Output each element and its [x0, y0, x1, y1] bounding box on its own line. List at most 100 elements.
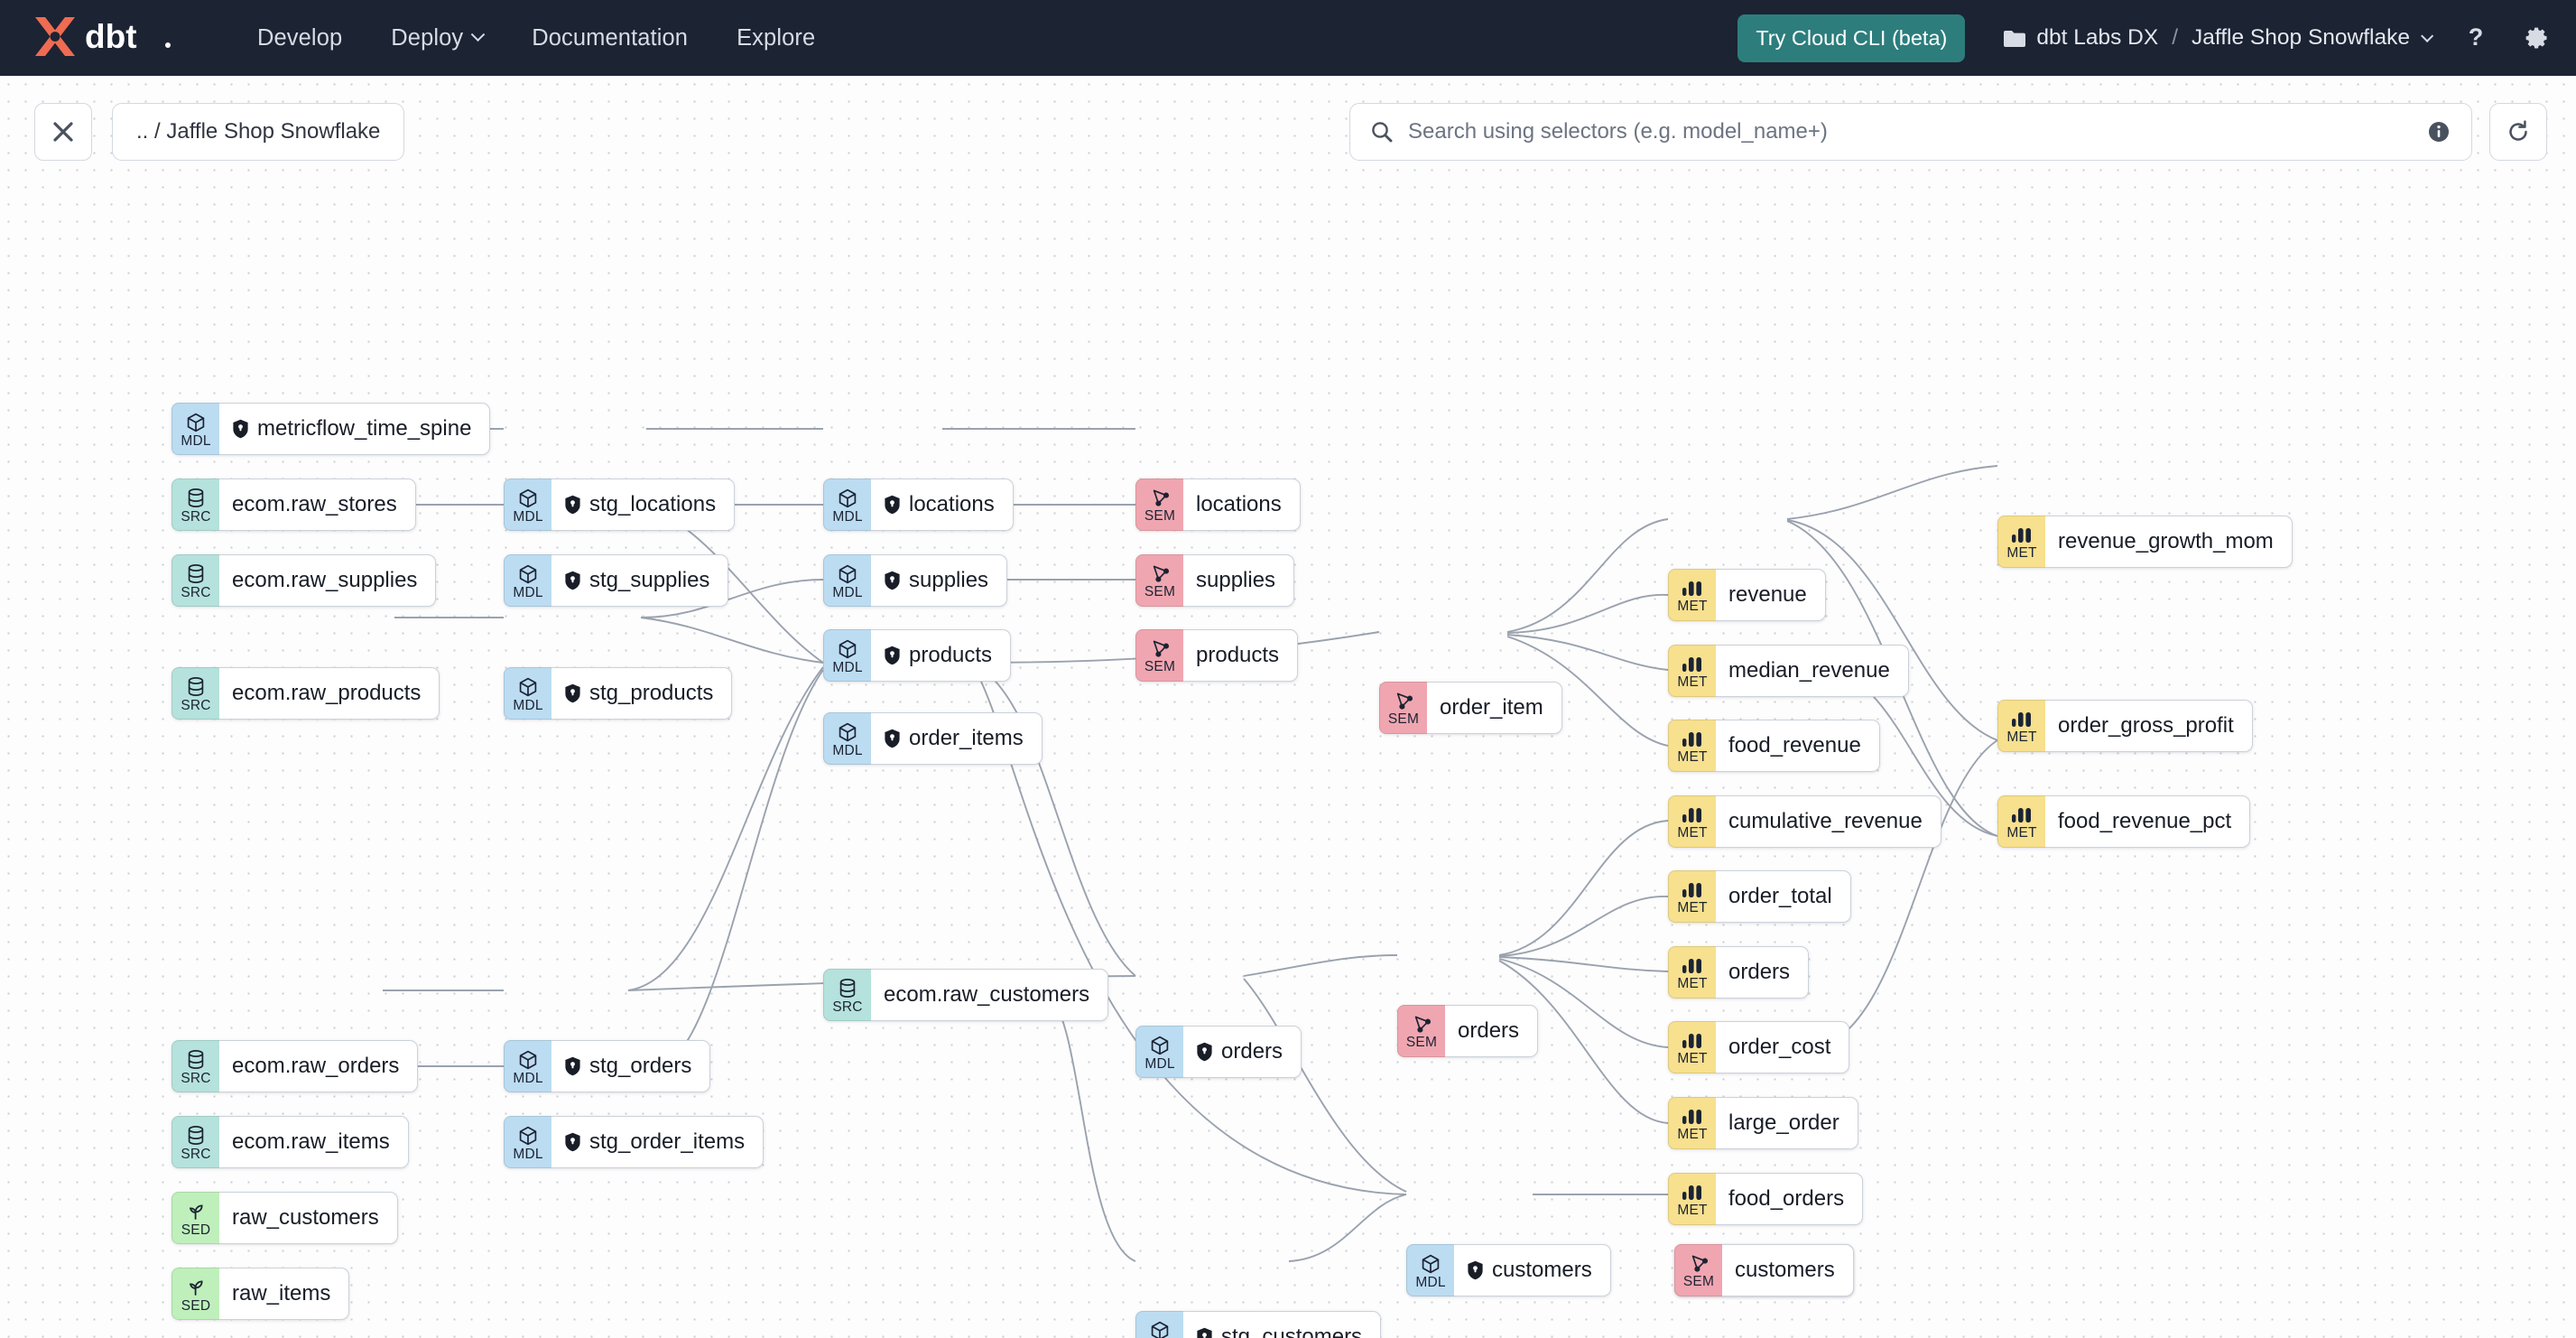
node-body[interactable]: ecom.raw_stores [219, 479, 416, 531]
top-nav-right-group: Try Cloud CLI (beta) dbt Labs DX / Jaffl… [1737, 0, 2576, 76]
node-body[interactable]: locations [1183, 479, 1301, 531]
account-name[interactable]: dbt Labs DX [2036, 25, 2159, 50]
search-input[interactable] [1408, 119, 2414, 144]
help-button[interactable]: ? [2460, 23, 2491, 53]
node-body[interactable]: order_items [871, 712, 1042, 765]
node-body[interactable]: metricflow_time_spine [219, 403, 491, 455]
node-body[interactable]: ecom.raw_customers [871, 969, 1109, 1021]
node-body[interactable]: supplies [1183, 554, 1295, 607]
node-body[interactable]: stg_customers [1183, 1311, 1382, 1338]
node-body[interactable]: cumulative_revenue [1716, 795, 1941, 848]
lineage-breadcrumb[interactable]: .. / Jaffle Shop Snowflake [112, 103, 405, 161]
node-body[interactable]: order_total [1716, 870, 1851, 923]
refresh-lineage-button[interactable] [2489, 103, 2547, 161]
node-type-badge-mdl: MDL [504, 479, 551, 531]
node-body[interactable]: food_revenue [1716, 720, 1880, 772]
node-body[interactable]: ecom.raw_supplies [219, 554, 437, 607]
node-body[interactable]: stg_locations [551, 479, 736, 531]
node-body[interactable]: orders [1716, 946, 1810, 999]
node-body[interactable]: customers [1722, 1244, 1854, 1296]
nav-item-develop[interactable]: Develop [233, 0, 366, 76]
node-body[interactable]: ecom.raw_orders [219, 1040, 419, 1092]
settings-button[interactable] [2522, 23, 2553, 53]
node-body[interactable]: stg_products [551, 667, 733, 720]
node-body[interactable]: locations [871, 479, 1014, 531]
node-body[interactable]: revenue [1716, 569, 1826, 621]
node-body[interactable]: customers [1454, 1244, 1611, 1296]
node-body[interactable]: products [871, 629, 1012, 682]
dbt-logo[interactable]: dbt [31, 0, 191, 76]
node-body[interactable]: order_cost [1716, 1021, 1850, 1073]
node-body[interactable]: orders [1445, 1005, 1539, 1057]
node-body[interactable]: large_order [1716, 1097, 1858, 1149]
close-lineage-button[interactable] [34, 103, 92, 161]
node-body[interactable]: order_item [1427, 682, 1562, 734]
node-body[interactable]: raw_customers [219, 1192, 398, 1244]
nav-item-deploy[interactable]: Deploy [366, 0, 507, 76]
node-body[interactable]: food_revenue_pct [2045, 795, 2251, 848]
node-body[interactable]: raw_items [219, 1268, 350, 1320]
project-selector[interactable]: Jaffle Shop Snowflake [2191, 25, 2434, 51]
node-body[interactable]: order_gross_profit [2045, 700, 2253, 752]
nav-item-documentation[interactable]: Documentation [507, 0, 712, 76]
node-body[interactable]: orders [1183, 1026, 1302, 1078]
node-body[interactable]: stg_supplies [551, 554, 729, 607]
node-body[interactable]: products [1183, 629, 1299, 682]
node-body[interactable]: food_orders [1716, 1173, 1864, 1225]
info-icon[interactable] [2426, 119, 2451, 144]
node-body[interactable]: ecom.raw_items [219, 1116, 409, 1168]
node-body[interactable]: stg_order_items [551, 1116, 764, 1168]
node-body[interactable]: supplies [871, 554, 1008, 607]
node-body[interactable]: ecom.raw_products [219, 667, 440, 720]
try-cloud-cli-button[interactable]: Try Cloud CLI (beta) [1737, 14, 1966, 62]
node-body[interactable]: revenue_growth_mom [2045, 516, 2293, 568]
node-type-badge-met: MET [1668, 1021, 1716, 1073]
selector-search-box[interactable] [1349, 103, 2472, 161]
nav-item-explore[interactable]: Explore [712, 0, 839, 76]
node-body[interactable]: median_revenue [1716, 645, 1909, 697]
node-body[interactable]: stg_orders [551, 1040, 711, 1092]
database-icon [839, 978, 856, 998]
node-label: median_revenue [1728, 658, 1890, 683]
